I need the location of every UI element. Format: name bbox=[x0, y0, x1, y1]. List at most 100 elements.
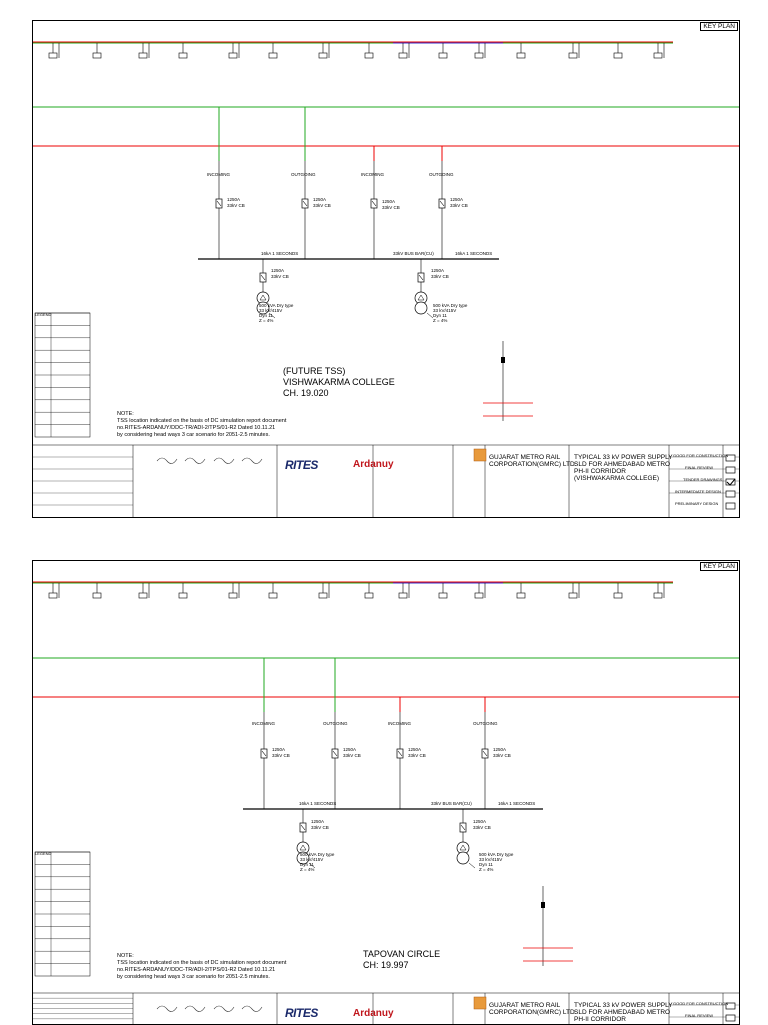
key-plan-station bbox=[92, 583, 102, 599]
station-block bbox=[438, 592, 448, 599]
legend-title: LEGEND bbox=[35, 851, 52, 856]
transformer-spec: 500 kVA Dry type bbox=[433, 303, 468, 308]
cb-rating: 1250A bbox=[450, 197, 464, 202]
ardanuy-logo: Ardanuy bbox=[353, 459, 394, 470]
station-block bbox=[48, 592, 58, 599]
status-checkbox bbox=[725, 1002, 736, 1010]
note-line: TSS location indicated on the basis of D… bbox=[117, 418, 287, 424]
cb-rating: 1250A bbox=[493, 747, 507, 752]
status-item: FINAL REVIEW bbox=[685, 466, 714, 470]
tx-cb-type: 33kV CB bbox=[473, 825, 491, 830]
feeder-label: INCOMING bbox=[361, 172, 384, 177]
feeder-label: OUTGOING bbox=[291, 172, 316, 177]
legend-table bbox=[34, 851, 91, 977]
bus-bar-label: 33kV BUS BAR(CU) bbox=[393, 251, 434, 256]
bus-rating-right: 16kA 1 SECONDS bbox=[498, 801, 536, 806]
key-plan-station bbox=[138, 583, 150, 599]
drawing-title: PH-II CORRIDOR bbox=[574, 468, 626, 475]
circuit-breaker-contact bbox=[460, 824, 466, 831]
signature-image bbox=[156, 1005, 178, 1012]
circuit-breaker-contact bbox=[302, 200, 308, 207]
tx-cb-type: 33kV CB bbox=[431, 274, 449, 279]
status-item: PRELIMINARY DESIGN bbox=[675, 502, 719, 506]
key-plan-label: KEY PLAN bbox=[700, 562, 738, 571]
tx-cb-rating: 1250A bbox=[271, 268, 285, 273]
delta-symbol bbox=[459, 844, 467, 851]
transformer-spec: 500 kVA Dry type bbox=[300, 852, 335, 857]
client-name: CORPORATION(GMRC) LTD. bbox=[489, 1009, 577, 1016]
station-block bbox=[228, 592, 238, 599]
station-block bbox=[364, 52, 374, 59]
key-plan-station bbox=[48, 43, 60, 59]
ardanuy-logo: Ardanuy bbox=[353, 1008, 394, 1019]
circuit-breaker-contact bbox=[332, 750, 338, 757]
circuit-breaker-contact bbox=[371, 200, 377, 207]
status-checkbox bbox=[725, 454, 736, 462]
cb-type: 33kV CB bbox=[493, 753, 511, 758]
key-plan-station bbox=[178, 43, 188, 59]
transformer-spec: Dyn 11 bbox=[259, 313, 273, 318]
station-block bbox=[613, 592, 623, 599]
station-block bbox=[364, 592, 374, 599]
earth-connection bbox=[426, 312, 434, 319]
status-checkbox bbox=[725, 1014, 736, 1022]
station-block bbox=[318, 52, 328, 59]
cb-rating: 1250A bbox=[343, 747, 357, 752]
station-block bbox=[138, 52, 148, 59]
note-line: no.RITES-ARDANUY/DDC-TR/ADI-2/TPS/01-R2 … bbox=[117, 425, 276, 431]
tx-cb-type: 33kV CB bbox=[271, 274, 289, 279]
lv-breaker bbox=[501, 357, 505, 363]
client-name: GUJARAT METRO RAIL bbox=[489, 1002, 561, 1009]
station-name: TAPOVAN CIRCLE bbox=[363, 949, 441, 959]
tx-cb-rating: 1250A bbox=[473, 819, 487, 824]
station-block bbox=[568, 592, 578, 599]
signature-image bbox=[184, 457, 206, 464]
key-plan-station bbox=[438, 583, 448, 599]
key-plan-label: KEY PLAN bbox=[700, 22, 738, 31]
transformer-spec: Z = 4% bbox=[300, 867, 315, 872]
status-item: INTERMEDIATE DESIGN bbox=[675, 490, 721, 494]
single-line-diagram bbox=[33, 581, 739, 1024]
station-block bbox=[178, 52, 188, 59]
status-item: FINAL REVIEW bbox=[685, 1014, 714, 1018]
circuit-breaker-contact bbox=[216, 200, 222, 207]
station-block bbox=[48, 52, 58, 59]
key-plan-station bbox=[516, 43, 526, 59]
key-plan-station bbox=[318, 43, 330, 59]
station-block bbox=[92, 52, 102, 59]
key-plan-station bbox=[268, 43, 278, 59]
key-plan-station bbox=[228, 43, 240, 59]
feeder-label: INCOMING bbox=[207, 172, 230, 177]
legend-table bbox=[34, 312, 91, 438]
feeder-label: OUTGOING bbox=[473, 721, 498, 726]
key-plan-station bbox=[653, 583, 665, 599]
key-plan-station bbox=[568, 583, 580, 599]
status-checkbox bbox=[725, 502, 736, 510]
single-line-diagram bbox=[33, 41, 739, 517]
feeder-label: INCOMING bbox=[252, 721, 275, 726]
cb-rating: 1250A bbox=[408, 747, 422, 752]
transformer-spec: Dyn 11 bbox=[300, 862, 314, 867]
rites-logo: RITES bbox=[285, 458, 318, 472]
station-block bbox=[516, 592, 526, 599]
transformer-spec: Z = 4% bbox=[479, 867, 494, 872]
station-name: VISHWAKARMA COLLEGE bbox=[283, 377, 395, 387]
station-block bbox=[613, 52, 623, 59]
key-plan-station bbox=[516, 583, 526, 599]
transformer-winding bbox=[296, 851, 310, 865]
note-title: NOTE: bbox=[117, 411, 134, 417]
note-line: by considering head ways 3 car scenario … bbox=[117, 432, 270, 438]
note-line: by considering head ways 3 car scenario … bbox=[117, 974, 270, 980]
key-plan-station bbox=[138, 43, 150, 59]
drawing-title: TYPICAL 33 kV POWER SUPPLY bbox=[574, 1002, 673, 1009]
signature-image bbox=[213, 457, 235, 464]
signature-image bbox=[241, 1005, 263, 1012]
transformer-spec: Z = 4% bbox=[433, 318, 448, 323]
station-block bbox=[653, 592, 663, 599]
tx-cb-rating: 1250A bbox=[311, 819, 325, 824]
circuit-breaker-contact bbox=[418, 274, 424, 281]
station-name: (FUTURE TSS) bbox=[283, 366, 346, 376]
transformer-winding bbox=[414, 301, 428, 315]
key-plan-station bbox=[474, 583, 486, 599]
key-plan-station bbox=[318, 583, 330, 599]
